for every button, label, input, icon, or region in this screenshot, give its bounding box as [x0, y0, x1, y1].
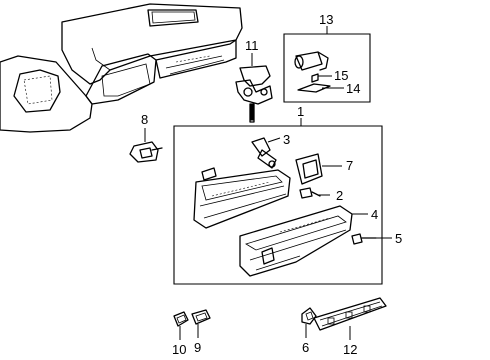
- callout-13: 13: [319, 12, 333, 27]
- clip-part-9: [191, 309, 211, 338]
- callout-4: 4: [371, 207, 378, 222]
- trim-strip-part-12: [313, 297, 387, 340]
- switch-part-8: [129, 128, 163, 163]
- callout-10: 10: [172, 342, 186, 357]
- callout-12: 12: [343, 342, 357, 357]
- parts-box-13: [283, 26, 371, 103]
- callout-labels: 1 2 3 4 5 6 7 8 9 10 11 12 13 14 15: [141, 12, 402, 357]
- callout-6: 6: [302, 340, 309, 355]
- callout-11: 11: [245, 38, 259, 53]
- glove-box-assembly-box-1: [173, 118, 392, 285]
- callout-2: 2: [336, 188, 343, 203]
- instrument-panel: [0, 3, 243, 133]
- callout-3: 3: [283, 132, 290, 147]
- hinge-bracket-part-11: [235, 53, 273, 123]
- callout-8: 8: [141, 112, 148, 127]
- callout-5: 5: [395, 231, 402, 246]
- callout-1: 1: [297, 104, 304, 119]
- callout-7: 7: [346, 158, 353, 173]
- callout-9: 9: [194, 340, 201, 355]
- latch-part-6: [301, 307, 317, 338]
- callout-14: 14: [346, 81, 360, 96]
- callout-15: 15: [334, 68, 348, 83]
- clip-part-10: [173, 311, 189, 340]
